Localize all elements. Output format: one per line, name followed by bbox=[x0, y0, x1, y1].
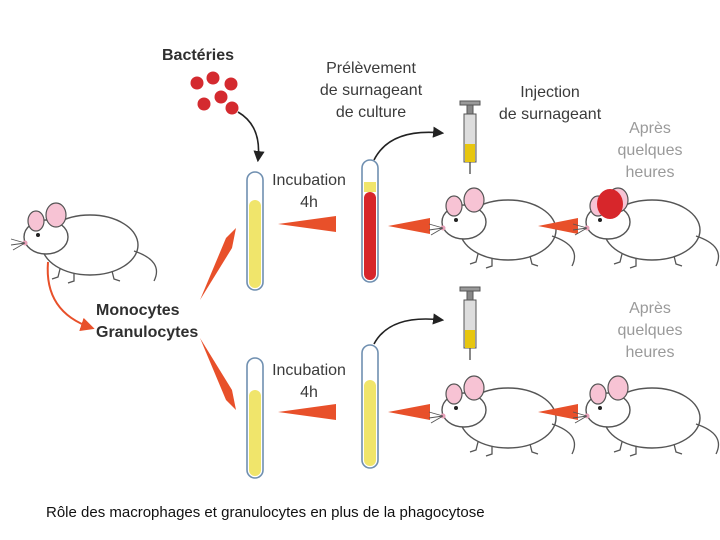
arrow-to-bottom-tube bbox=[200, 338, 236, 410]
bacteria-to-tube-arrow bbox=[237, 111, 265, 163]
result-mouse-top bbox=[572, 187, 720, 269]
bacterium bbox=[224, 77, 238, 91]
culture-tube bbox=[361, 159, 379, 283]
incubation-top-line-1: Incubation bbox=[272, 172, 346, 189]
bacteries-label: Bactéries bbox=[162, 47, 235, 64]
syringe-top bbox=[459, 100, 481, 175]
sampling-arrow-bottom bbox=[373, 313, 445, 345]
inflammation-spot bbox=[597, 189, 623, 219]
apres-top-line-3: heures bbox=[625, 164, 675, 181]
bottom-incubation-tube bbox=[246, 357, 264, 479]
syringe-bottom bbox=[459, 286, 481, 361]
prelevement-line-3: de culture bbox=[335, 104, 407, 121]
apres-bottom-line-3: heures bbox=[625, 344, 675, 361]
injection-label: Injection de surnageant bbox=[492, 82, 608, 126]
prelevement-line-2: de surnageant bbox=[319, 82, 423, 99]
arrow-to-top-tube bbox=[200, 228, 236, 300]
bacteria-cluster bbox=[190, 71, 239, 115]
top-incubation-tube bbox=[246, 171, 264, 291]
incubation-top-line-2: 4h bbox=[300, 194, 318, 211]
incubation-bottom-line-1: Incubation bbox=[272, 362, 346, 379]
bottom-culture-tube bbox=[361, 344, 379, 469]
prelevement-label: Prélèvement de surnageant de culture bbox=[306, 58, 436, 124]
incubation-bottom-line-2: 4h bbox=[300, 384, 318, 401]
injection-line-2: de surnageant bbox=[498, 106, 602, 123]
result-mouse-bottom bbox=[572, 375, 720, 457]
apres-top-line-2: quelques bbox=[617, 142, 683, 159]
apres-top-line-1: Après bbox=[629, 120, 671, 137]
arrow-to-injected-mouse-bottom bbox=[388, 404, 430, 420]
bacterium bbox=[214, 90, 228, 104]
arrow-to-culture-tube bbox=[278, 216, 336, 232]
bacterium bbox=[225, 101, 239, 115]
arrow-to-injected-mouse-top bbox=[388, 218, 430, 234]
bacterium bbox=[206, 71, 220, 85]
sampling-arrow bbox=[373, 126, 445, 161]
apres-label-top: Après quelques heures bbox=[608, 118, 692, 184]
prelevement-line-1: Prélèvement bbox=[326, 60, 416, 77]
bacterium bbox=[190, 76, 204, 90]
figure-caption: Rôle des macrophages et granulocytes en … bbox=[46, 504, 485, 521]
injection-line-1: Injection bbox=[520, 84, 580, 101]
arrow-to-result-mouse-bottom bbox=[538, 404, 578, 420]
apres-label-bottom: Après quelques heures bbox=[608, 298, 692, 364]
monocytes-label: Monocytes bbox=[96, 302, 180, 319]
apres-bottom-line-1: Après bbox=[629, 300, 671, 317]
bacterium bbox=[197, 97, 211, 111]
granulocytes-label: Granulocytes bbox=[96, 324, 199, 341]
injected-mouse-bottom bbox=[428, 375, 576, 457]
blood-draw-arrow bbox=[46, 261, 95, 332]
donor-mouse bbox=[10, 202, 158, 284]
apres-bottom-line-2: quelques bbox=[617, 322, 683, 339]
cells-label: Monocytes Granulocytes bbox=[96, 300, 198, 344]
arrow-to-result-mouse-top bbox=[538, 218, 578, 234]
arrow-to-bottom-culture-tube bbox=[278, 404, 336, 420]
incubation-label-top: Incubation 4h bbox=[264, 170, 354, 214]
incubation-label-bottom: Incubation 4h bbox=[264, 360, 354, 404]
